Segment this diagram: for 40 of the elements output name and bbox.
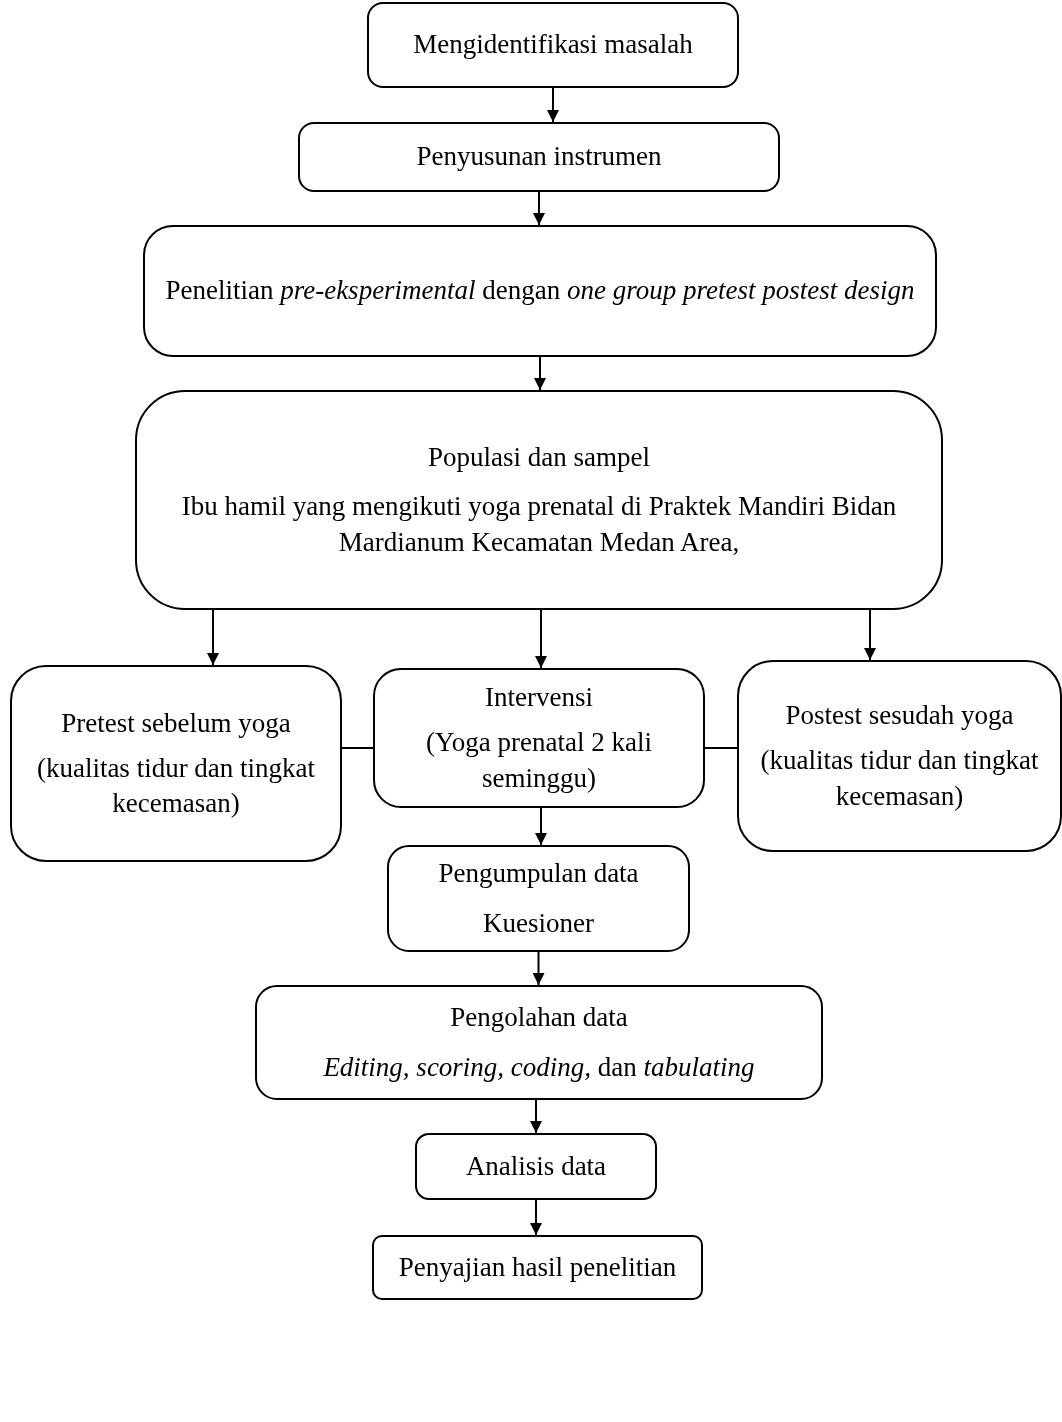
arrow [207, 609, 219, 666]
box-title: Penyajian hasil penelitian [398, 1250, 677, 1284]
box-text: Ibu hamil yang mengikuti yoga prenatal di Praktek Mandiri Bidan Mardianum Kecamatan Medan Area, [180, 490, 898, 559]
box-text: (kualitas tidur dan tingkat kecemasan) [35, 751, 317, 821]
process-box [10, 665, 342, 862]
arrow [535, 609, 547, 669]
arrow [864, 609, 876, 661]
box-text: (Yoga prenatal 2 kali seminggu) [425, 726, 653, 795]
process-box [135, 390, 943, 610]
connector-line [704, 747, 738, 749]
process-box [415, 1133, 657, 1200]
arrow [533, 191, 545, 226]
process-box [367, 2, 739, 88]
box-title: Populasi dan sampel [428, 441, 650, 475]
arrow [530, 1099, 542, 1134]
connector-line [341, 747, 374, 749]
box-text: Editing, scoring, coding, dan tabulating [323, 1050, 755, 1084]
box-text: (kualitas tidur dan tingkat kecemasan) [759, 744, 1040, 813]
arrow [547, 87, 559, 123]
box-title: Penelitian pre-eksperimental dengan one group pretest postest design [165, 274, 915, 308]
arrow [530, 1199, 542, 1236]
box-title: Analisis data [465, 1149, 607, 1183]
box-title: Mengidentifikasi masalah [413, 28, 693, 62]
box-text: Kuesioner [483, 906, 594, 940]
box-title: Pengolahan data [450, 1001, 628, 1035]
box-title: Postest sesudah yoga [785, 699, 1014, 733]
box-title: Penyusunan instrumen [416, 140, 662, 174]
box-title: Pretest sebelum yoga [61, 706, 291, 740]
process-box [387, 845, 690, 952]
process-box [255, 985, 823, 1100]
arrow [535, 807, 547, 846]
process-box [143, 225, 937, 357]
arrow [532, 951, 545, 986]
arrow [534, 356, 546, 391]
box-title: Pengumpulan data [438, 857, 639, 891]
process-box [372, 1235, 703, 1300]
box-title: Intervensi [485, 681, 593, 715]
process-box [298, 122, 780, 192]
process-box [737, 660, 1062, 852]
process-box [373, 668, 705, 808]
